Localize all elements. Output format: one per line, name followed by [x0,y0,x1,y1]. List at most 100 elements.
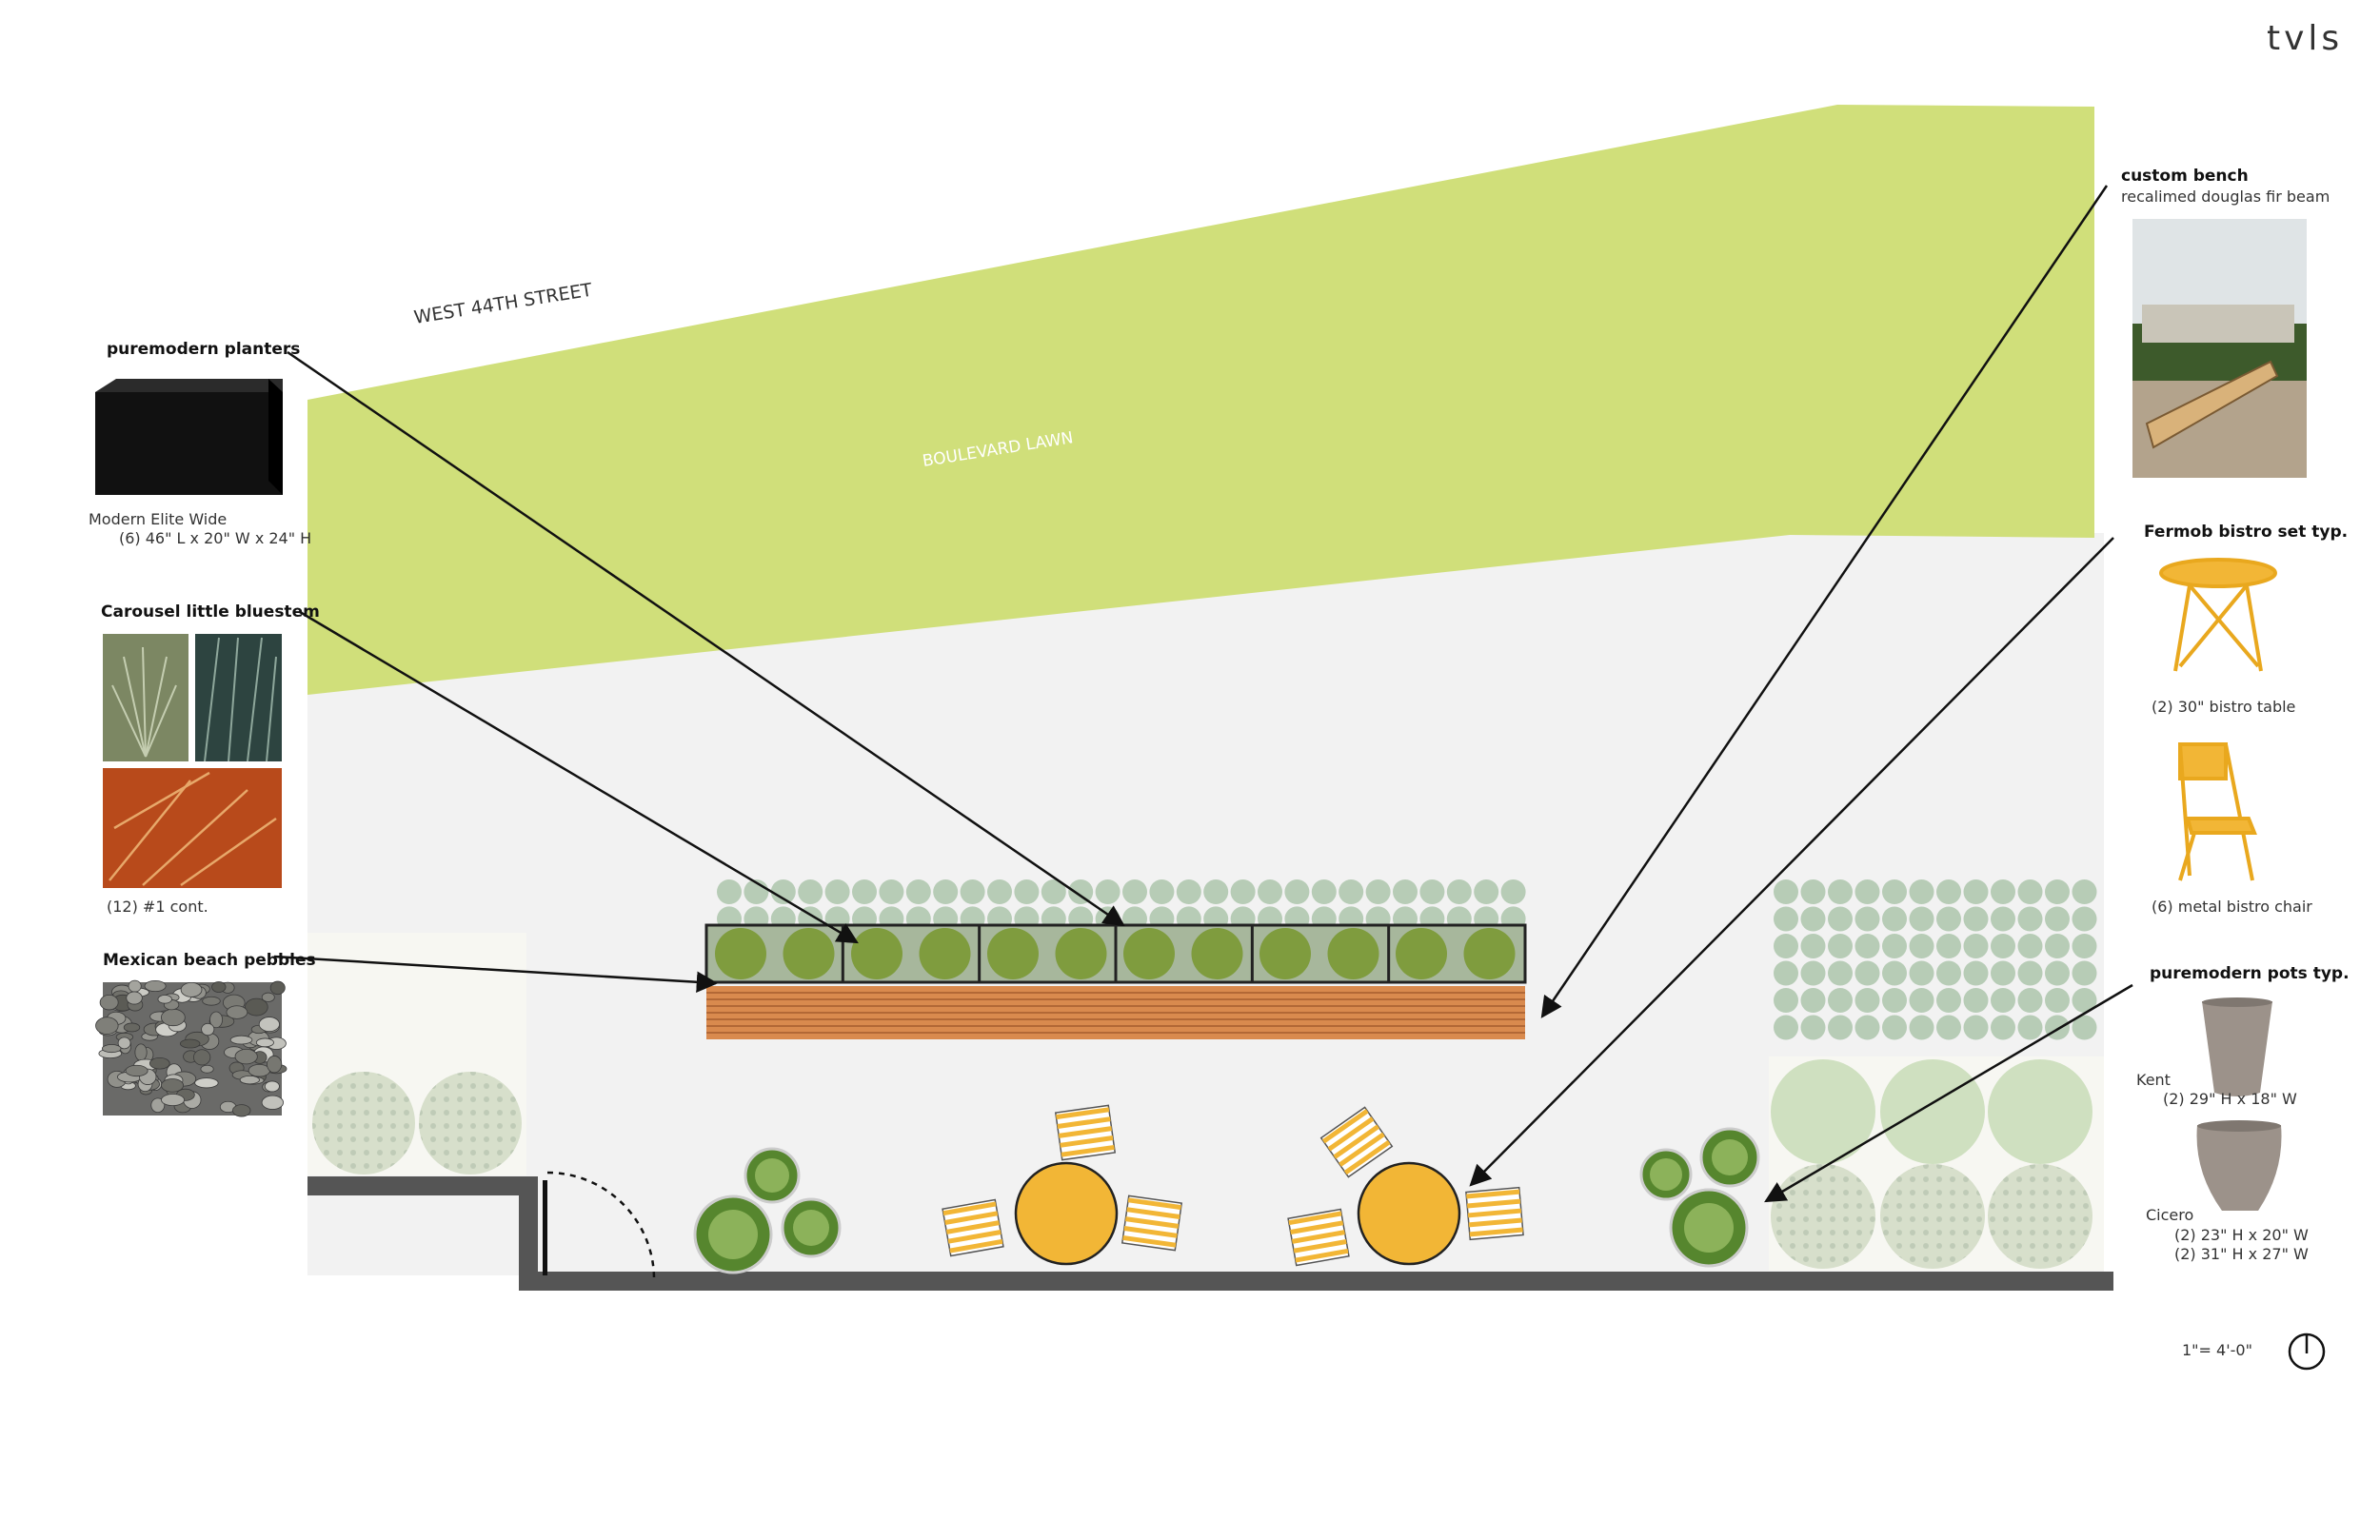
groundcover-plant [824,879,850,904]
groundcover-plant [1284,879,1310,904]
bistro-chair [1121,1194,1183,1252]
groundcover-plant [1909,960,1934,986]
groundcover-plant [1446,879,1472,904]
pebble [179,1038,201,1049]
groundcover-plant [1474,879,1499,904]
groundcover-plant [1041,879,1066,904]
groundcover-plant [1068,879,1094,904]
pebble [125,1064,149,1077]
groundcover-plant [1909,1015,1934,1040]
pebble [226,1005,248,1019]
planter-plant [851,928,902,979]
bistro-chair [942,1198,1004,1257]
left-shrubs [307,933,526,1175]
groundcover-plant [1882,906,1907,932]
groundcover-plant [1991,960,2015,986]
pebble [150,1097,166,1114]
groundcover-plant [2017,988,2043,1013]
groundcover-plant [1500,879,1526,904]
groundcover-plant [1854,879,1880,904]
groundcover-plant [1854,934,1880,958]
groundcover-plant [1774,988,1798,1013]
groundcover-plant [1882,879,1907,904]
groundcover-plant [852,879,877,904]
groundcover-plant [1230,879,1256,904]
groundcover-plant [1991,906,2015,932]
groundcover-plant [2017,934,2043,958]
groundcover-plant [1176,879,1201,904]
groundcover-plant [933,879,959,904]
groundcover-plant [2045,879,2070,904]
pebble [161,1094,186,1107]
planter-plant [715,928,766,979]
pebble [128,979,142,993]
pebble [261,1095,284,1110]
groundcover-plant [2072,988,2097,1013]
bistro-chair-spec: (6) metal bistro chair [2152,898,2312,916]
pebble [200,1064,214,1074]
callout-pebbles: Mexican beach pebbles [95,951,316,1117]
groundcover-plant [1963,988,1989,1013]
cicero-pot-photo [2196,1125,2282,1211]
planter-plant [1259,928,1311,979]
groundcover-plant [1991,879,2015,904]
planter-plant [1055,928,1107,979]
groundcover-plant [1828,906,1853,932]
groundcover-plant [905,879,931,904]
groundcover-plant [1800,879,1826,904]
bench-photo [2132,219,2307,478]
pots-left [693,1147,842,1274]
groundcover-plant [1882,934,1907,958]
groundcover-plant [2017,960,2043,986]
custom-bench [706,986,1525,1039]
groundcover-plant [1854,960,1880,986]
planter-photo [95,379,283,495]
callout-planters: puremodern planters Modern Elite Wide (6… [89,340,311,547]
pebble [95,1017,119,1036]
groundcover-right [1774,879,2097,1040]
bistro-title: Fermob bistro set typ. [2144,523,2348,542]
bistro-chair [1054,1104,1117,1161]
pebble [126,991,143,1005]
groundcover-plant [987,879,1012,904]
callout-pots: puremodern pots typ. Kent (2) 29" H x 18… [2136,964,2350,1263]
groundcover-plant [1828,1015,1853,1040]
bistro-table-spec: (2) 30" bistro table [2152,698,2295,716]
groundcover-plant [1365,879,1391,904]
groundcover-plant [1963,879,1989,904]
bench-spec: recalimed douglas fir beam [2121,188,2330,206]
bistro-chair [1319,1106,1394,1178]
groundcover-plant [2072,934,2097,958]
groundcover-plant [1963,1015,1989,1040]
groundcover-plant [1882,988,1907,1013]
groundcover-plant [1909,988,1934,1013]
north-arrow-icon [2288,1333,2326,1371]
groundcover-plant [1203,879,1229,904]
groundcover-plant [1991,1015,2015,1040]
groundcover-plant [1122,879,1147,904]
groundcover-plant [1828,960,1853,986]
planters-spec: (6) 46" L x 20" W x 24" H [119,529,311,547]
groundcover-plant [2045,960,2070,986]
leader-lines [273,185,2133,1203]
pebble [194,1077,219,1089]
groundcover-plant [1854,988,1880,1013]
planters-title: puremodern planters [107,340,300,359]
groundcover-plant [1882,960,1907,986]
groundcover-plant [1991,934,2015,958]
groundcover-plant [1828,879,1853,904]
groundcover-plant [1800,1015,1826,1040]
groundcover-plant [960,879,985,904]
planter-plant [987,928,1039,979]
bluestem-spec: (12) #1 cont. [107,898,208,916]
groundcover-plant [2045,934,2070,958]
planter-plant [1463,928,1516,979]
kent-name: Kent [2136,1071,2171,1089]
planter-plant [783,928,835,979]
planter-plant [1327,928,1379,979]
groundcover-plant [1774,1015,1798,1040]
groundcover-plant [2045,988,2070,1013]
groundcover-plant [1991,988,2015,1013]
groundcover-plant [1882,1015,1907,1040]
